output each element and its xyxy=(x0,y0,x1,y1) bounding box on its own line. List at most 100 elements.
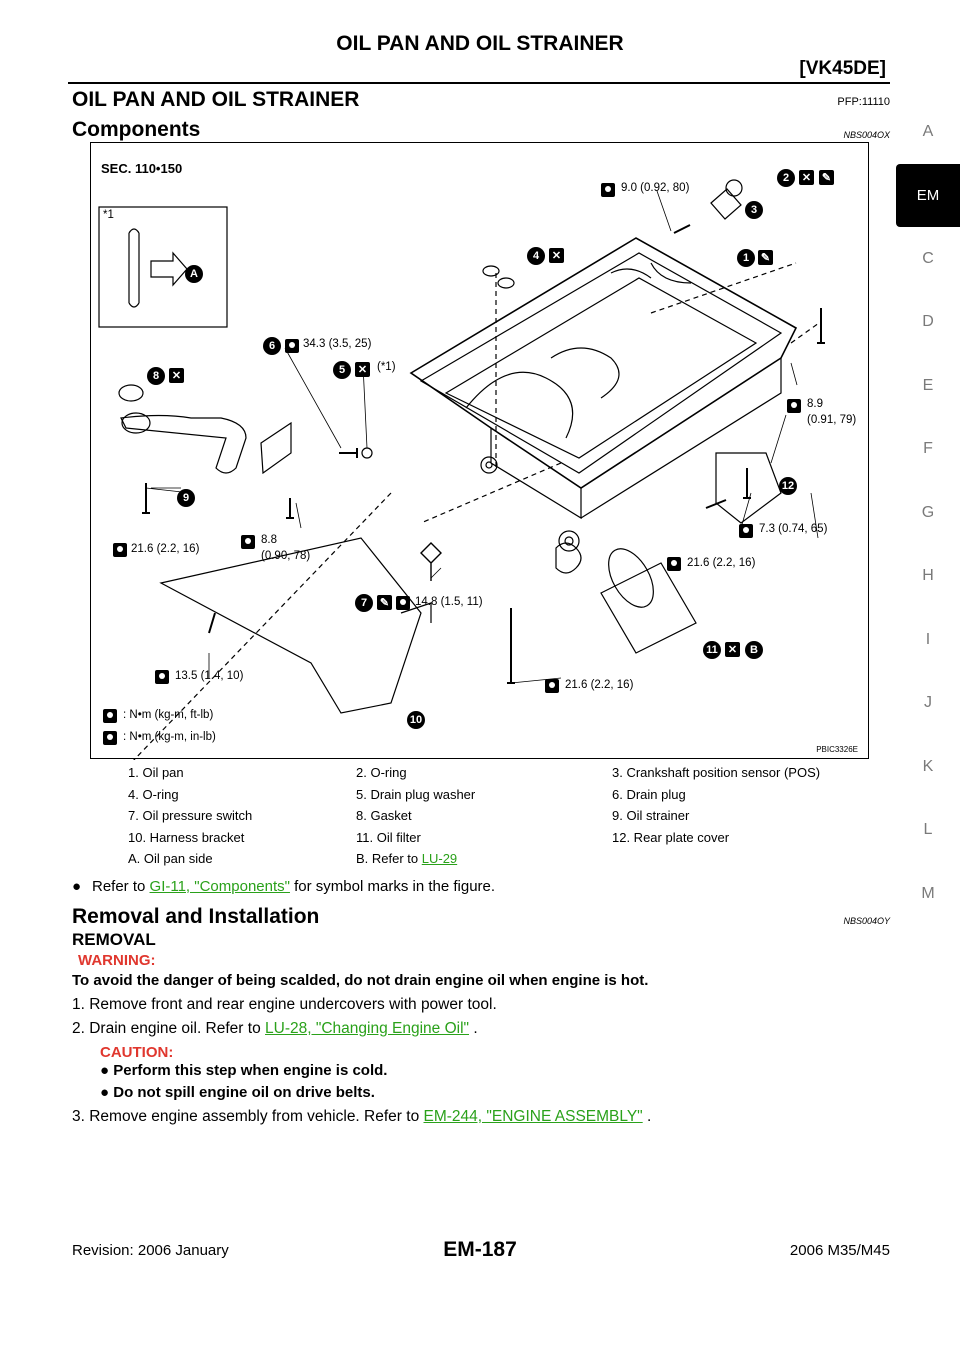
legend-cell: 2. O-ring xyxy=(356,765,407,781)
legend-row: 7. Oil pressure switch 8. Gasket 9. Oil … xyxy=(120,805,880,827)
note-prefix: Refer to xyxy=(92,878,150,895)
torque-icon xyxy=(241,535,255,549)
tab-l[interactable]: L xyxy=(923,821,933,839)
step-2: 2. Drain engine oil. Refer to LU-28, "Ch… xyxy=(72,1020,478,1038)
parts-legend: 1. Oil pan 2. O-ring 3. Crankshaft posit… xyxy=(120,762,880,870)
section-code: PFP:11110 xyxy=(837,96,890,108)
legend-cell: 8. Gasket xyxy=(356,808,412,824)
removal-subheading: REMOVAL xyxy=(72,930,156,949)
legend-cell: 12. Rear plate cover xyxy=(612,829,730,845)
legend-cell: 6. Drain plug xyxy=(612,786,686,802)
replace-icon: ✕ xyxy=(549,248,564,263)
torque-oil-pan-bolt-2: (0.91, 79) xyxy=(807,414,857,426)
tab-k[interactable]: K xyxy=(922,757,934,775)
header-rule xyxy=(68,82,890,84)
replace-icon: ✕ xyxy=(799,170,814,185)
page-header-engine: [VK45DE] xyxy=(799,58,886,79)
step-2-suffix: . xyxy=(469,1020,478,1037)
tab-e[interactable]: E xyxy=(922,376,934,394)
torque-pan-bolt-b: 21.6 (2.2, 16) xyxy=(687,557,756,569)
torque-strainer-bracket-2: (0.90, 78) xyxy=(261,550,311,562)
legend-cell: A. Oil pan side xyxy=(128,851,213,867)
sealant-icon: ✎ xyxy=(377,595,392,610)
em244-link[interactable]: EM-244, "ENGINE ASSEMBLY" xyxy=(423,1108,643,1125)
section-title: OIL PAN AND OIL STRAINER xyxy=(72,88,360,111)
figure-section-ref: SEC. 110•150 xyxy=(101,161,183,176)
warning-label: WARNING: xyxy=(78,952,156,969)
legend-cell: 7. Oil pressure switch xyxy=(128,808,253,824)
torque-icon xyxy=(787,399,801,413)
legend-row: 4. O-ring 5. Drain plug washer 6. Drain … xyxy=(120,784,880,806)
legend-cell: 4. O-ring xyxy=(128,786,179,802)
legend-torque-inlb: : N•m (kg-m, in-lb) xyxy=(123,731,216,743)
tab-d[interactable]: D xyxy=(922,313,934,331)
torque-oil-pan-bolt: 8.9 xyxy=(807,398,823,410)
tab-a[interactable]: A xyxy=(922,122,934,140)
legend-cell-ref: B. Refer to LU-29 xyxy=(356,851,612,866)
tab-h[interactable]: H xyxy=(922,567,934,585)
torque-icon xyxy=(545,679,559,693)
tab-f[interactable]: F xyxy=(923,440,933,458)
note-suffix: for symbol marks in the figure. xyxy=(289,878,496,895)
footer-revision: Revision: 2006 January xyxy=(72,1242,229,1259)
figure-code: PBIC3326E xyxy=(816,745,858,754)
tab-g[interactable]: G xyxy=(921,503,935,521)
tab-m[interactable]: M xyxy=(921,884,935,902)
section-index-tabs: A EM C D E F G H I J K L M xyxy=(896,100,960,926)
bullet-icon: ● xyxy=(100,1084,110,1101)
gi11-link[interactable]: GI-11, "Components" xyxy=(149,878,290,895)
callout-7: 7 xyxy=(355,594,373,612)
caution-label: CAUTION: xyxy=(100,1044,174,1061)
legend-cell: 9. Oil strainer xyxy=(612,808,690,824)
callout-1: 1 xyxy=(737,249,755,267)
callout-9: 9 xyxy=(177,489,195,507)
legend-cell: 5. Drain plug washer xyxy=(356,786,476,802)
callout-4: 4 xyxy=(527,247,545,265)
lu28-link[interactable]: LU-28, "Changing Engine Oil" xyxy=(265,1020,470,1037)
footer-page-number: EM-187 xyxy=(443,1238,517,1261)
inset-label: *1 xyxy=(103,209,114,221)
lubricate-icon: ✎ xyxy=(819,170,834,185)
step-3-text: 3. Remove engine assembly from vehicle. … xyxy=(72,1108,424,1125)
removal-code: NBS004OY xyxy=(843,916,890,926)
footer-model: 2006 M35/M45 xyxy=(789,1242,890,1259)
tab-c[interactable]: C xyxy=(922,249,934,267)
lu29-link[interactable]: LU-29 xyxy=(421,851,458,867)
torque-strainer-bolt: 21.6 (2.2, 16) xyxy=(131,543,200,555)
torque-sensor-bolt: 9.0 (0.92, 80) xyxy=(621,182,690,194)
warning-text: To avoid the danger of being scalded, do… xyxy=(72,972,649,989)
torque-icon xyxy=(396,596,410,610)
callout-12: 12 xyxy=(779,477,797,495)
callout-2: 2 xyxy=(777,169,795,187)
inset-ref: (*1) xyxy=(377,361,396,373)
legend-cell: 11. Oil filter xyxy=(356,829,421,845)
tab-em[interactable]: EM xyxy=(896,163,960,227)
legend-cell: 10. Harness bracket xyxy=(128,829,245,845)
tab-j[interactable]: J xyxy=(924,694,932,712)
caution-text: Perform this step when engine is cold. xyxy=(113,1062,388,1079)
step-2-text: 2. Drain engine oil. Refer to xyxy=(72,1020,265,1037)
callout-a: A xyxy=(185,265,203,283)
torque-icon xyxy=(103,709,117,723)
torque-icon xyxy=(285,339,299,353)
torque-long-bolt: 21.6 (2.2, 16) xyxy=(565,679,634,691)
components-heading: Components xyxy=(72,118,201,141)
step-3: 3. Remove engine assembly from vehicle. … xyxy=(72,1108,651,1126)
torque-drain-plug: 34.3 (3.5, 25) xyxy=(303,338,372,350)
callout-5: 5 xyxy=(333,361,351,379)
callout-11: 11 xyxy=(703,641,721,659)
bullet-icon: ● xyxy=(72,878,82,895)
legend-row: 1. Oil pan 2. O-ring 3. Crankshaft posit… xyxy=(120,762,880,784)
callout-10: 10 xyxy=(407,711,425,729)
caution-item: ● Perform this step when engine is cold. xyxy=(100,1062,387,1079)
caution-item: ● Do not spill engine oil on drive belts… xyxy=(100,1084,375,1101)
symbol-note: ● Refer to GI-11, "Components" for symbol… xyxy=(72,878,495,895)
removal-heading: Removal and Installation xyxy=(72,905,320,928)
torque-icon xyxy=(155,670,169,684)
tab-i[interactable]: I xyxy=(925,630,931,648)
callout-b: B xyxy=(745,641,763,659)
callout-3: 3 xyxy=(745,201,763,219)
caution-text: Do not spill engine oil on drive belts. xyxy=(113,1084,375,1101)
torque-icon xyxy=(667,557,681,571)
torque-icon xyxy=(103,731,117,745)
